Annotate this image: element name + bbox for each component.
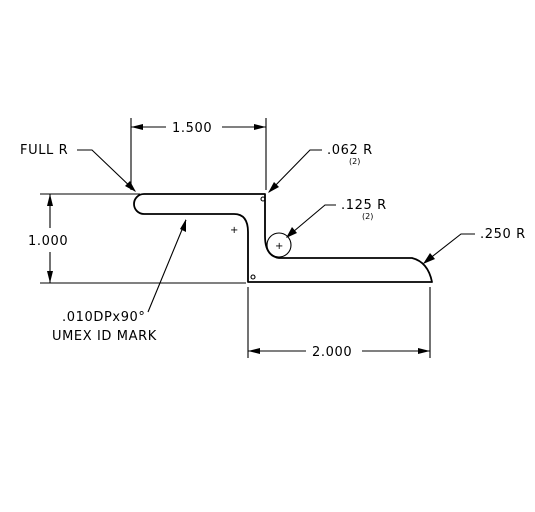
dimension-width-top: 1.500 xyxy=(172,121,212,136)
leader-radius-125 xyxy=(286,204,336,238)
radius-125-circle xyxy=(266,232,292,258)
leader-radius-062 xyxy=(268,149,322,193)
leader-radius-250 xyxy=(423,233,475,264)
dimension-height-left: 1.000 xyxy=(28,234,68,249)
callout-id-mark-line1: .010DPx90° xyxy=(62,310,146,325)
callout-id-mark-line2: UMEX ID MARK xyxy=(52,329,157,344)
callout-radius-062-qty: (2) xyxy=(349,157,360,166)
vertex-mark-top xyxy=(260,196,266,202)
vertex-mark-bottom xyxy=(250,274,256,280)
callout-radius-250: .250 R xyxy=(480,227,526,242)
arrowhead-left-top xyxy=(47,194,53,206)
callout-radius-125-qty: (2) xyxy=(362,212,373,221)
arrowhead-bottom-left xyxy=(248,348,260,354)
radius-125-center-mark: + xyxy=(275,241,284,252)
leader-id-mark xyxy=(147,219,187,313)
arrowhead-top-right xyxy=(254,124,266,130)
arrowhead-bottom-right xyxy=(418,348,430,354)
arrowhead-left-bottom xyxy=(47,271,53,283)
callout-full-radius: FULL R xyxy=(20,143,68,158)
callout-radius-062: .062 R xyxy=(327,143,373,158)
arrowhead-id-mark xyxy=(180,219,186,232)
arrowhead-radius-125 xyxy=(286,227,297,238)
arrowhead-radius-250 xyxy=(423,253,435,264)
arrowhead-radius-062 xyxy=(268,182,279,193)
arrowhead-top-left xyxy=(131,124,143,130)
callout-radius-125: .125 R xyxy=(341,198,387,213)
center-plus-mark: + xyxy=(230,225,239,236)
leader-full-radius xyxy=(77,149,136,192)
dimension-width-bottom: 2.000 xyxy=(312,345,352,360)
arrowhead-full-radius xyxy=(125,181,136,192)
